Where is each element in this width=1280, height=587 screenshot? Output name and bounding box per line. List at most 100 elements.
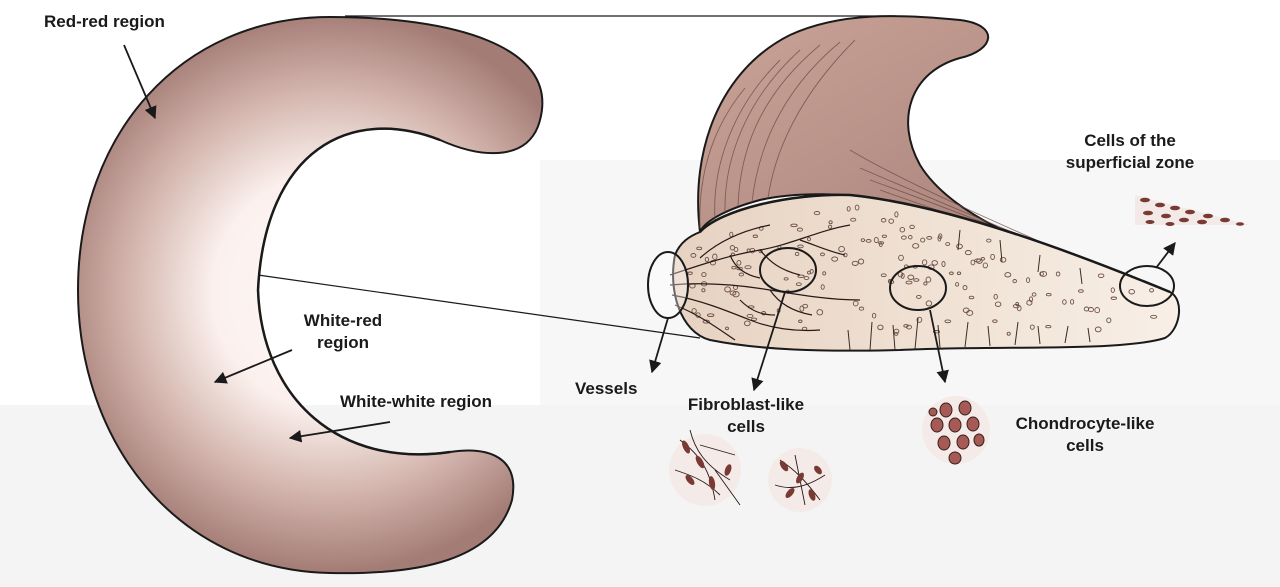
tissue-cell-dot [893, 328, 900, 334]
blood-vessels [669, 224, 861, 341]
tissue-cell-dot [1029, 324, 1035, 330]
tissue-cell-dot [955, 282, 960, 287]
tissue-cell-dot [854, 204, 860, 211]
tissue-cell-dot [732, 291, 740, 298]
tissue-cell-dot [873, 236, 879, 244]
label-chondrocyte-line2: cells [1066, 436, 1104, 455]
tissue-cell-dot [901, 235, 907, 240]
tissue-cell-dot [744, 265, 752, 270]
tissue-cell-dot [701, 272, 707, 278]
label-superficial-line2: superficial zone [1065, 153, 1195, 172]
tissue-cell-dot [993, 293, 998, 300]
chondrocyte-lens [889, 265, 947, 311]
tissue-cell-dot [796, 227, 803, 232]
tissue-cell-dot [894, 331, 899, 336]
tissue-cell-dot [878, 241, 885, 245]
label-fibroblast-line1: Fibroblast-like [687, 395, 805, 414]
tissue-cell-dot [912, 243, 920, 249]
tissue-cell-dot [729, 290, 737, 296]
tissue-cell-dot [807, 236, 811, 242]
tissue-cell-dot [807, 270, 811, 275]
bottom-edge-fibers [847, 229, 1091, 351]
tissue-cell-dot [865, 239, 872, 243]
tissue-cell-dot [1097, 273, 1105, 278]
tissue-cell-dot [990, 253, 995, 260]
tissue-cell-dot [1045, 292, 1052, 297]
label-chondrocyte-line1: Chondrocyte-like [1015, 414, 1155, 433]
tissue-cell-dot [898, 254, 904, 261]
tissue-cell-dot [880, 218, 887, 223]
fibroblast-cells-illustration [669, 429, 832, 512]
tissue-cell-dot [725, 326, 729, 331]
tissue-cell-dot [691, 308, 697, 314]
label-fibroblast-like-cells: Fibroblast-like cells [674, 394, 818, 438]
tissue-cell-dot [880, 273, 887, 278]
tissue-cell-dot [923, 281, 928, 286]
tissue-cell-dot [838, 245, 845, 253]
fibroblast-lens [759, 247, 817, 293]
tissue-cell-dot [752, 234, 758, 239]
tissue-cell-dot [877, 324, 884, 331]
tissue-cell-dot [850, 217, 857, 222]
tissue-cell-dot [783, 277, 789, 281]
tissue-cell-dot [1150, 314, 1158, 319]
tissue-cell-dot [858, 258, 865, 265]
tissue-cell-dot [986, 238, 992, 243]
tissue-cell-dot [1110, 296, 1117, 300]
tissue-cell-dot [970, 259, 976, 266]
label-fibroblast-line2: cells [727, 417, 765, 436]
tissue-cell-dot [831, 256, 839, 262]
tissue-cell-dot [949, 271, 954, 276]
tissue-cell-dot [1106, 317, 1112, 324]
tissue-cell-dot [909, 224, 915, 230]
tissue-cell-dot [1070, 299, 1075, 305]
tissue-cell-dot [941, 261, 946, 267]
tissue-cell-dot [962, 307, 970, 314]
tissue-cell-dot [992, 319, 998, 323]
tissue-cell-dot [794, 251, 800, 257]
tissue-cell-dot [736, 266, 743, 271]
tissue-cell-dot [702, 319, 710, 324]
tissue-cell-dot [828, 220, 833, 225]
tissue-cell-dot [888, 218, 895, 224]
tissue-cell-dot [1055, 271, 1061, 277]
label-white-red-line2: region [317, 333, 369, 352]
tissue-cell-dot [751, 317, 758, 321]
tissue-cell-dot [916, 316, 923, 323]
tissue-cell-dot [925, 276, 932, 283]
tissue-cell-dot [858, 306, 865, 311]
tissue-cell-dot [956, 243, 963, 250]
tissue-cell-dot [994, 301, 1002, 307]
tissue-cell-dot [795, 282, 802, 287]
tissue-cell-dot [980, 256, 985, 261]
tissue-cell-dot [1039, 270, 1048, 277]
meniscus-c-shape [76, 15, 544, 575]
tissue-cell-dot [1006, 331, 1011, 336]
tissue-cell-dot [921, 259, 928, 266]
connector-line-slice [257, 274, 701, 339]
tissue-cell-dot [907, 274, 915, 280]
tissue-cell-dot [931, 260, 938, 266]
superficial-lens [1119, 265, 1175, 307]
tissue-cell-dot [903, 324, 909, 328]
tissue-cell-dot [733, 246, 739, 253]
tissue-cell-dot [905, 280, 913, 285]
tissue-cell-dot [938, 233, 943, 240]
tissue-cell-dot [920, 237, 926, 243]
tissue-cell-dot [846, 206, 851, 212]
tissue-cell-dot [690, 253, 697, 258]
tissue-cell-dot [820, 284, 825, 290]
vessels-lens [647, 251, 689, 319]
tissue-cell-dot [820, 252, 825, 257]
tissue-cell-dot [945, 242, 951, 247]
tissue-cell-dot [736, 259, 742, 266]
tissue-cell-dot [894, 211, 899, 218]
tissue-cell-dot [746, 313, 754, 319]
tissue-cell-dot [999, 256, 1007, 263]
label-chondrocyte-like-cells: Chondrocyte-like cells [994, 413, 1176, 457]
tissue-cell-dot [962, 285, 968, 291]
label-white-red-line1: White-red [303, 311, 383, 330]
tissue-cell-dot [731, 265, 737, 270]
tissue-cell-dot [1004, 272, 1012, 278]
